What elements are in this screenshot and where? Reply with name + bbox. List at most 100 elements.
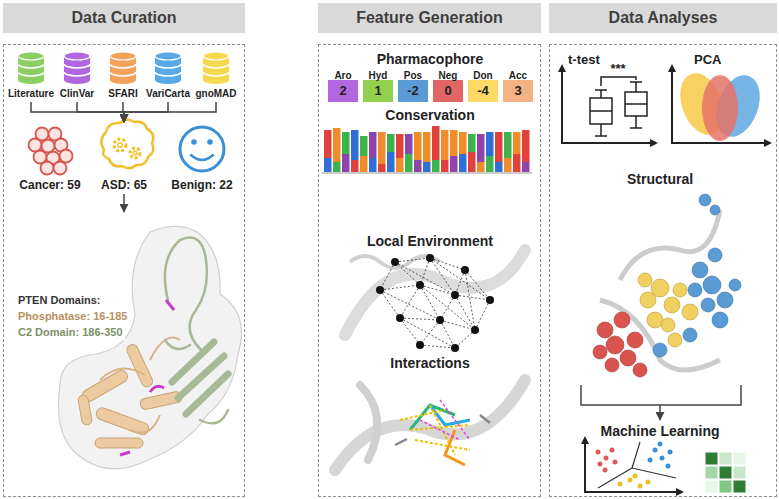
category-node: Cancer: 59 [16,122,84,194]
t-test-plot [625,92,647,116]
local-environment-network [416,341,424,349]
structural-picture [653,343,667,357]
smiley-icon [180,127,224,171]
database-icons [18,52,229,84]
feature-value: 1 [374,83,381,99]
sequence-logo [459,154,467,172]
structural-picture [633,363,647,377]
pten-structure [165,340,228,423]
local-environment-network [416,281,424,289]
structural-picture [600,210,720,370]
feature-box: Don-4 [468,68,498,102]
feature-label-row: Hyd [363,68,393,80]
plot-title: t-test [568,52,600,68]
t-test-plot [590,90,612,136]
structural-picture [597,322,613,338]
smiley-icon [191,139,197,145]
sequence-logo [322,126,532,173]
sequence-logo [342,154,350,172]
machine-learning-picture [613,460,618,465]
structural-picture [614,312,630,328]
machine-learning-picture [733,452,746,465]
machine-learning-picture [660,456,665,461]
cancer-cells-icon [41,162,54,175]
pca-plot [668,64,772,147]
pten-structure [125,343,154,388]
structural-picture [606,336,624,354]
feature-label: Hyd [369,70,388,82]
local-environment-network [345,250,525,352]
database-node: gnoMAD [192,50,240,102]
pten-structure [95,438,143,448]
interactions-picture [420,400,470,440]
machine-learning-picture [705,480,718,493]
t-test-plot [601,77,636,86]
machine-learning-picture [719,452,732,465]
feature-swatch: 0 [433,80,463,102]
machine-learning-picture [666,464,671,469]
flow-arrow [124,102,216,122]
sequence-logo [432,126,440,160]
sequence-logo [513,132,521,154]
plot-node: t-test [556,48,660,148]
sequence-logo [333,162,341,172]
feature-box: Aro2 [328,68,358,102]
smiley-icon [191,155,213,160]
structural-picture [593,345,607,359]
flow-arrow [77,102,124,122]
feature-value: 3 [514,83,521,99]
database-label: Literature [8,88,54,100]
section-title: Conservation [385,107,474,124]
structural-picture [692,262,708,278]
feature-swatch: 3 [503,80,533,102]
feature-label: Neg [439,70,458,82]
structural-picture [699,194,711,206]
category-label: ASD: 65 [101,178,147,192]
sequence-logo [450,130,458,156]
interactions-picture [360,385,377,460]
database-icons [18,52,44,84]
machine-learning-picture [618,474,651,489]
smiley-icon [180,127,224,171]
local-environment-network [471,326,479,334]
machine-learning-picture [733,480,746,493]
sequence-logo [405,134,413,154]
feature-label: Acc [509,70,527,82]
feature-value: -4 [477,83,489,99]
sequence-logo [351,130,359,160]
machine-learning-picture [705,452,746,493]
sequence-logo [387,134,395,152]
brain-icon [101,120,153,169]
structural-picture [653,194,741,357]
database-icons [110,52,136,84]
t-test-plot [558,64,658,147]
sequence-logo [369,132,377,158]
local-environment-network [461,266,469,274]
feature-box: Neg0 [433,68,463,102]
structural-picture [708,248,722,262]
sequence-logo [486,132,494,156]
sequence-logo [322,173,532,174]
sequence-logo [486,156,494,172]
sequence-logo [387,152,395,172]
sequence-logo [495,162,503,172]
category-label: Benign: 22 [171,178,232,192]
plot-node: PCA [668,48,772,148]
structural-picture [668,333,682,347]
section-node: Aro2Hyd1Pos-2Neg0Don-4Acc3Pharmacophore [325,48,535,104]
machine-learning-picture [668,450,673,455]
database-icons [203,52,229,84]
pten-structure [58,226,241,468]
section-node: Conservation [325,104,535,178]
brain-icon [114,139,126,151]
feature-label-row: Aro [328,68,358,80]
structural-picture [627,332,643,348]
brain-icon [101,120,153,169]
feature-box: Pos-2 [398,68,428,102]
machine-learning-picture [596,450,601,455]
machine-learning-picture [719,480,732,493]
panel: t-testPCAStructuralMachine LearningData … [549,3,777,497]
panel-header: Data Curation [3,3,245,33]
pten-structure [165,238,207,351]
